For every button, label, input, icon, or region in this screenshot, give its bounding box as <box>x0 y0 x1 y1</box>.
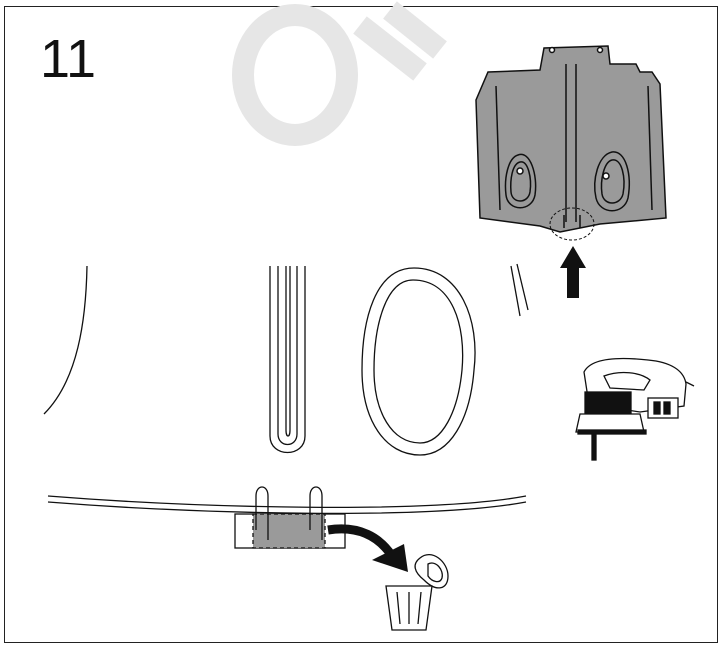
watermark <box>232 1 447 146</box>
step-number: 11 <box>40 29 97 89</box>
arrow-up-icon <box>560 246 586 298</box>
curved-arrow-icon <box>327 524 408 572</box>
cut-section <box>47 486 527 549</box>
jigsaw-icon <box>575 357 695 461</box>
trash-bin-icon <box>385 585 433 631</box>
removed-piece-icon <box>414 553 449 589</box>
skid-plate-icon <box>475 45 667 241</box>
diagram-frame <box>4 6 718 643</box>
body-outline <box>43 263 529 456</box>
